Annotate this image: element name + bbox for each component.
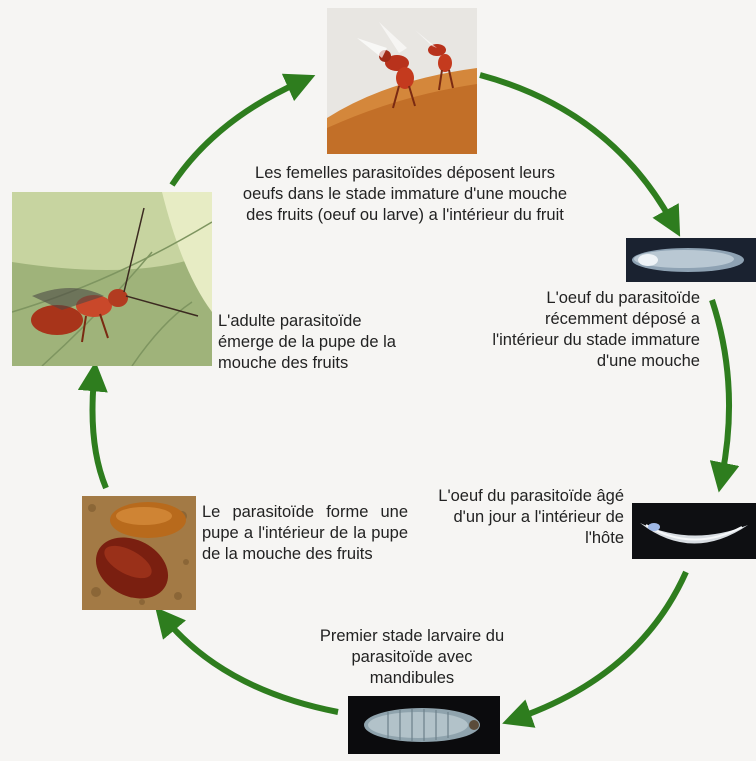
caption-adult: L'adulte parasitoïde émerge de la pupe d…: [218, 311, 414, 374]
arrow-to-day-old-egg: [712, 300, 729, 476]
first-instar-larva-image: [348, 696, 500, 754]
caption-fresh-egg: L'oeuf du parasitoïde récemment déposé a…: [492, 288, 700, 372]
one-day-old-egg-image: [632, 503, 756, 559]
adult-parasitoid-wasp-image: [12, 192, 212, 366]
caption-day-old-egg: L'oeuf du parasitoïde âgé d'un jour a l'…: [432, 486, 624, 549]
caption-first-instar: Premier stade larvaire du parasitoïde av…: [318, 626, 506, 689]
arrow-to-pupa: [166, 620, 338, 712]
caption-pupa: Le parasitoïde forme une pupe a l'intéri…: [202, 502, 408, 565]
arrow-to-first-instar: [518, 572, 686, 718]
fruit-fly-pupae-image: [82, 496, 196, 610]
parasitoid-wasps-on-fruit-image: [327, 8, 477, 154]
arrow-to-adult: [93, 378, 107, 488]
parasitoid-egg-in-host-image: [626, 238, 756, 282]
caption-oviposition: Les femelles parasitoïdes déposent leurs…: [240, 163, 570, 226]
